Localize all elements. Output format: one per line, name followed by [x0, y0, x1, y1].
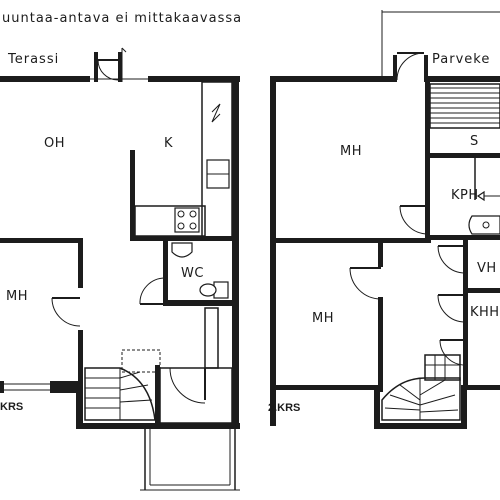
door-frame [94, 52, 98, 82]
stair-landing [424, 354, 461, 381]
wall [270, 76, 276, 426]
wall [130, 236, 232, 241]
wall [155, 365, 160, 425]
stair-tread [119, 384, 149, 391]
wall [163, 240, 168, 300]
door-swing [349, 267, 382, 300]
door-swing [51, 297, 81, 327]
floor-1 [0, 47, 240, 491]
floor-1-label: KRS [0, 401, 23, 413]
stairs [381, 377, 461, 421]
wall [148, 76, 240, 82]
door-frame [118, 52, 122, 82]
drain [482, 221, 490, 229]
room-label-mh-bottom: MH [312, 311, 334, 326]
door-swing [437, 294, 466, 323]
wall [461, 385, 467, 429]
wall [374, 423, 467, 429]
stair-tread [419, 409, 459, 413]
wall [0, 238, 83, 243]
burner [177, 210, 185, 218]
stair-tread [119, 399, 153, 403]
wall [425, 158, 430, 238]
room-label-khh: KHH [470, 305, 500, 320]
kitchen-counter [134, 205, 206, 237]
wall [163, 300, 232, 306]
wall [463, 238, 468, 388]
floor-2 [270, 10, 500, 429]
wall [0, 381, 4, 393]
closet [204, 307, 219, 369]
wall [78, 238, 83, 288]
door-swing [399, 205, 429, 235]
entry-hall [159, 367, 233, 424]
wall [50, 381, 83, 393]
wc-sink [171, 242, 193, 258]
wall [425, 153, 500, 158]
wall [378, 243, 383, 267]
shower-head [476, 190, 485, 202]
wall [130, 150, 135, 240]
room-label-wc: WC [181, 266, 204, 281]
balcony-label: Parveke [432, 52, 490, 67]
stair-tread [399, 384, 421, 401]
wall [425, 76, 430, 158]
wall [76, 381, 83, 423]
door-swing [437, 245, 466, 274]
burner [177, 222, 185, 230]
stair-tread [119, 371, 141, 379]
wall [76, 423, 240, 429]
storage-shelves [429, 83, 500, 129]
door-frame [121, 47, 127, 53]
burner [189, 210, 197, 218]
wall [378, 297, 383, 392]
stair-tread [389, 394, 421, 406]
stair-landing [121, 349, 161, 373]
wall [430, 235, 500, 240]
burner [189, 222, 197, 230]
range-hood [211, 103, 221, 123]
terrace-label: Terassi [7, 52, 59, 67]
room-label-mh-top: MH [340, 144, 362, 159]
floor-2-label: 2.KRS [268, 402, 300, 414]
kitchen-counter [201, 81, 233, 239]
wall [374, 385, 380, 427]
room-label-k: K [164, 136, 173, 151]
wall [78, 330, 83, 385]
door-swing [439, 339, 466, 366]
stair-tread [384, 407, 421, 411]
room-label-oh: OH [44, 136, 65, 151]
wall [0, 76, 90, 82]
wall [467, 385, 500, 390]
door-frame [393, 55, 397, 82]
room-label-vh: VH [477, 261, 497, 276]
stairs [84, 367, 156, 421]
door-swing [139, 277, 166, 305]
toilet-bowl [199, 283, 217, 297]
wall [425, 76, 500, 82]
room-label-mh: MH [6, 289, 28, 304]
door-swing [97, 59, 119, 81]
room-label-kph: KPH [451, 188, 479, 203]
stair-tread [419, 379, 446, 396]
door-swing [169, 367, 206, 404]
door-frame [424, 55, 428, 82]
bath-sink [468, 215, 500, 235]
wall [232, 76, 239, 426]
door-swing [396, 52, 425, 81]
wall [463, 288, 500, 293]
scale-note: uuntaa-antava ei mittakaavassa [2, 11, 242, 26]
wall [276, 238, 431, 243]
room-label-s: S [470, 134, 479, 149]
stair-tread [419, 394, 456, 406]
